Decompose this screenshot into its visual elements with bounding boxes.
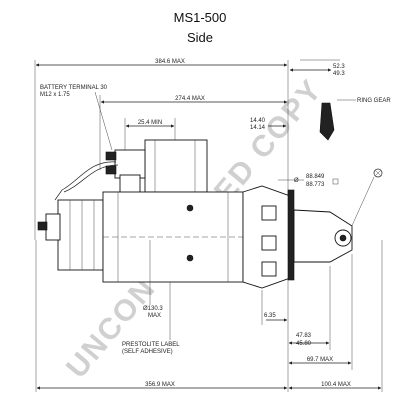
end-cap [45, 213, 61, 241]
pinion-reach-label: 69.7 MAX [307, 357, 333, 363]
housing-boss [261, 261, 277, 277]
view-marker-icon [373, 168, 383, 178]
housing-boss [261, 205, 277, 221]
battery-terminal-thread: M12 x 1.75 [40, 92, 70, 98]
pilot-diameter-upper: 88.849 [306, 174, 325, 180]
small-gap-label: 6.35 [264, 313, 276, 319]
overall-length-label: 384.6 MAX [155, 59, 185, 65]
pinion-upper-label: 47.83 [296, 333, 312, 339]
flange-upper-label: 14.40 [250, 118, 266, 124]
commutator-end-housing [57, 199, 104, 271]
leader-line [94, 91, 113, 151]
mounting-flange [287, 189, 295, 281]
view-marker-cross [374, 169, 382, 177]
drawing-title: MS1-500 [174, 10, 227, 25]
motor-terminal [105, 165, 117, 175]
battery-terminal [105, 151, 117, 161]
solenoid-cap [114, 149, 146, 179]
min-offset-label: 25.4 MIN [138, 120, 162, 126]
solenoid-body [144, 139, 208, 193]
housing-boss [261, 235, 277, 251]
ring-gear-label: RING GEAR [357, 98, 391, 104]
pinion-lower-label: 45.80 [296, 341, 312, 347]
pilot-diameter-lower: 88.773 [306, 182, 325, 188]
end-terminal [37, 221, 48, 231]
frame-bolt [186, 204, 194, 212]
frame-bolt [186, 254, 194, 262]
flange-lower-label: 14.14 [250, 125, 266, 131]
connector-wire [54, 161, 117, 201]
gear-offset-bottom: 49.3 [333, 71, 345, 77]
connector-wire [63, 164, 119, 193]
solenoid-reach-label: 274.4 MAX [175, 96, 205, 102]
drawing-subtitle: Side [187, 30, 213, 45]
gear-offset-top: 52.3 [333, 64, 345, 70]
nose-housing [293, 209, 353, 263]
body-diameter-label: Ø130.3 [143, 306, 163, 312]
body-diameter-note: MAX [148, 313, 161, 319]
pinion-shaft [339, 234, 347, 242]
datum-box [332, 178, 339, 185]
ring-gear-tooth [319, 102, 335, 141]
diameter-symbol: Ø [294, 178, 299, 184]
prestolite-label: PRESTOLITE LABEL [122, 342, 180, 348]
body-length-label: 356.9 MAX [145, 382, 175, 388]
leader-line [349, 176, 375, 231]
nose-length-label: 100.4 MAX [321, 382, 351, 388]
battery-terminal-label: BATTERY TERMINAL 30 [40, 85, 108, 91]
prestolite-label-note: (SELF ADHESIVE) [122, 349, 173, 355]
